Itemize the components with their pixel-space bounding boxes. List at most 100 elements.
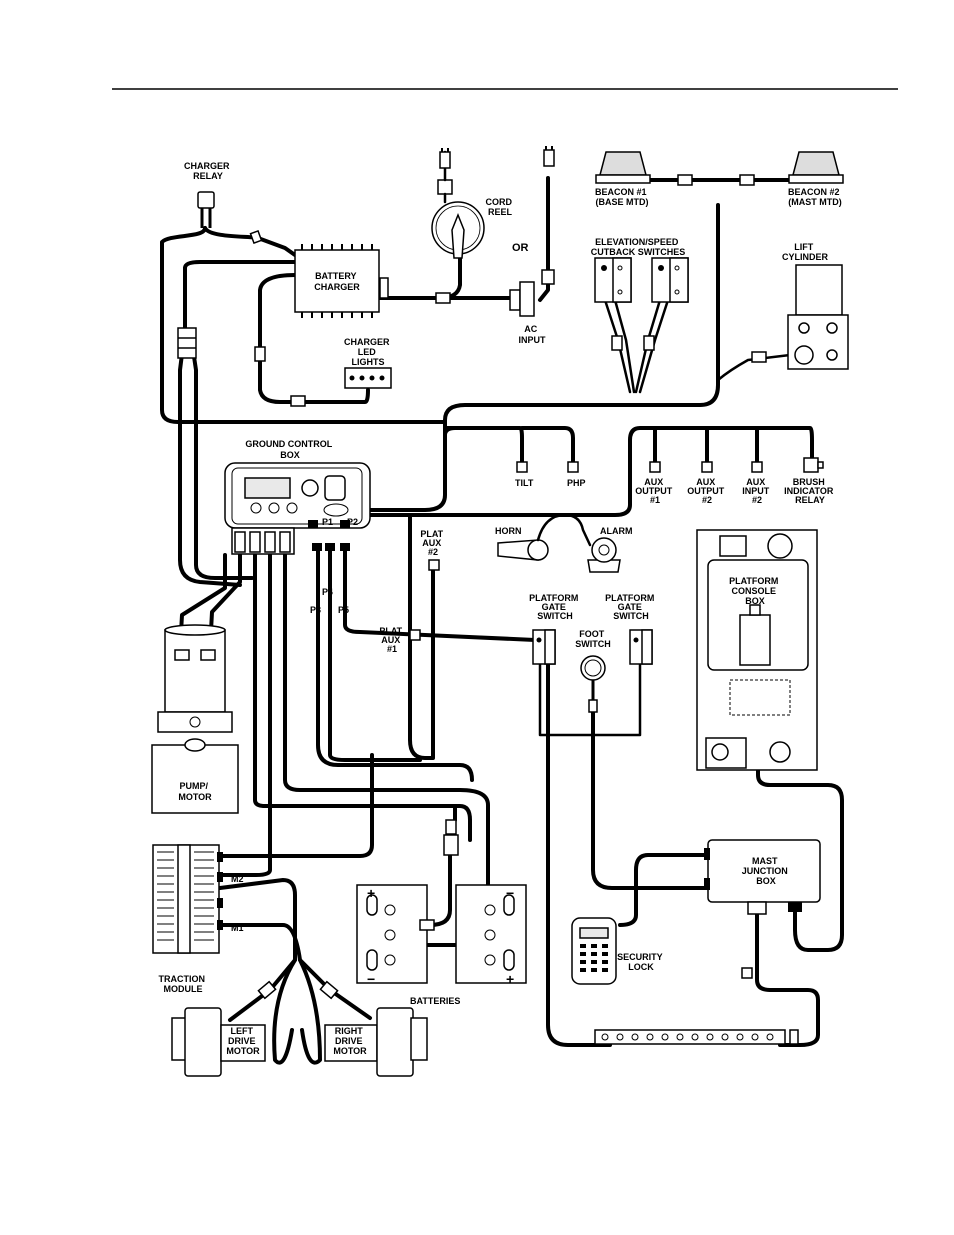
- p1-connector: [308, 520, 318, 528]
- harness-connector: [177, 327, 197, 359]
- right-drive-motor: [324, 1007, 428, 1077]
- connector: [741, 967, 753, 979]
- plat-aux-1-label: PLAT AUX #1: [379, 626, 404, 654]
- aux-input-2-connector: [751, 461, 763, 473]
- left-drive-motor-label: LEFT DRIVE MOTOR: [226, 1026, 260, 1056]
- m1-label: M1: [231, 923, 244, 933]
- aux-output-2-connector: [701, 461, 713, 473]
- platform-console-box: [696, 529, 818, 771]
- beacon-2: [788, 151, 844, 184]
- charger-relay: [197, 191, 215, 228]
- connector: [257, 980, 277, 1000]
- connector: [419, 919, 435, 931]
- php-connector: [567, 461, 579, 473]
- ground-control-box: [224, 462, 371, 555]
- connector: [739, 174, 755, 186]
- mast-junction-box: [704, 839, 821, 915]
- horn-label: HORN: [495, 526, 522, 536]
- plat-aux-2-connector: [428, 559, 440, 571]
- security-lock-label: SECURITY LOCK: [617, 952, 665, 972]
- cord-reel: [431, 148, 485, 259]
- battery-left: [356, 884, 428, 984]
- connector: [254, 346, 266, 362]
- beacon-1: [595, 151, 651, 184]
- ac-input: [509, 146, 555, 317]
- p5-label: P5: [338, 605, 349, 615]
- platform-gate-switch-right-label: PLATFORM GATE SWITCH: [605, 593, 657, 621]
- platform-gate-switch-left-label: PLATFORM GATE SWITCH: [529, 593, 581, 621]
- right-drive-motor-label: RIGHT DRIVE MOTOR: [333, 1026, 367, 1056]
- p3-connector: [312, 543, 322, 551]
- plat-aux-2-label: PLAT AUX #2: [420, 529, 445, 557]
- charger-relay-label: CHARGER RELAY: [184, 161, 232, 181]
- platform-gate-switch-left: [532, 629, 556, 665]
- elevation-switch-right: [651, 257, 689, 303]
- horn: [497, 513, 592, 561]
- connector: [643, 335, 655, 351]
- connector: [290, 395, 306, 407]
- connector: [677, 174, 693, 186]
- p2-connector: [340, 520, 350, 528]
- p3-label: P3: [310, 605, 321, 615]
- ground-control-box-label: GROUND CONTROL BOX: [245, 439, 334, 460]
- connector: [319, 980, 339, 1000]
- security-lock: [571, 917, 617, 985]
- connector: [588, 699, 598, 713]
- lift-cylinder-label: LIFT CYLINDER: [782, 242, 829, 262]
- elevation-switches-label: ELEVATION/SPEED CUTBACK SWITCHES: [591, 237, 686, 257]
- p4-label: P4: [322, 587, 333, 597]
- brush-indicator-relay-label: BRUSH INDICATOR RELAY: [784, 477, 836, 505]
- battery-plus-left: +: [367, 885, 375, 901]
- left-drive-motor: [171, 1007, 266, 1077]
- traction-module-label: TRACTION MODULE: [158, 974, 207, 994]
- cord-reel-label: CORD REEL: [485, 197, 514, 217]
- aux-input-2-label: AUX INPUT #2: [742, 477, 772, 505]
- tilt-connector: [516, 461, 528, 473]
- aux-output-1-label: AUX OUTPUT #1: [635, 477, 675, 505]
- connector: [435, 292, 451, 304]
- aux-output-1-connector: [649, 461, 661, 473]
- ac-input-label: AC INPUT: [519, 324, 547, 345]
- component-labels: CHARGER RELAY BATTERY CHARGER CORD REEL …: [158, 161, 842, 1056]
- platform-console-box-label: PLATFORM CONSOLE BOX: [729, 576, 781, 606]
- battery-charger: [294, 244, 389, 318]
- traction-module: [152, 844, 223, 954]
- p2-label: P2: [347, 517, 358, 527]
- or-label: OR: [512, 242, 529, 254]
- platform-gate-switch-right: [629, 629, 653, 665]
- lift-cylinder: [787, 264, 849, 370]
- p1-label: P1: [322, 517, 333, 527]
- tilt-label: TILT: [515, 478, 534, 488]
- connector: [611, 335, 623, 351]
- foot-switch: [580, 655, 606, 700]
- battery-right: [455, 884, 527, 984]
- pump-motor: [151, 624, 239, 814]
- terminal-strip: [594, 1029, 799, 1045]
- foot-switch-label: FOOT SWITCH: [575, 629, 611, 649]
- batteries-label: BATTERIES: [410, 996, 460, 1006]
- php-label: PHP: [567, 478, 586, 488]
- battery-minus-left: −: [367, 971, 375, 987]
- p5-connector: [340, 543, 350, 551]
- plat-aux-1-connector: [409, 629, 421, 641]
- battery-minus-right: −: [506, 885, 514, 901]
- pump-motor-label: PUMP/ MOTOR: [178, 781, 212, 802]
- fuse: [443, 819, 459, 856]
- beacon-1-label: BEACON #1 (BASE MTD): [595, 187, 649, 207]
- elevation-switch-left: [594, 257, 632, 303]
- battery-charger-label: BATTERY CHARGER: [314, 271, 360, 292]
- alarm-label: ALARM: [600, 526, 633, 536]
- aux-output-2-label: AUX OUTPUT #2: [687, 477, 727, 505]
- beacon-2-label: BEACON #2 (MAST MTD): [788, 187, 842, 207]
- brush-indicator-relay: [803, 457, 824, 473]
- m2-label: M2: [231, 874, 244, 884]
- charger-led-lights-label: CHARGER LED LIGHTS: [344, 337, 392, 367]
- connector: [249, 229, 263, 245]
- battery-plus-right: +: [506, 971, 514, 987]
- alarm: [587, 537, 621, 573]
- charger-led-lights: [344, 367, 392, 389]
- mast-junction-box-label: MAST JUNCTION BOX: [742, 856, 791, 886]
- connector: [751, 351, 767, 363]
- p4-connector: [325, 543, 335, 551]
